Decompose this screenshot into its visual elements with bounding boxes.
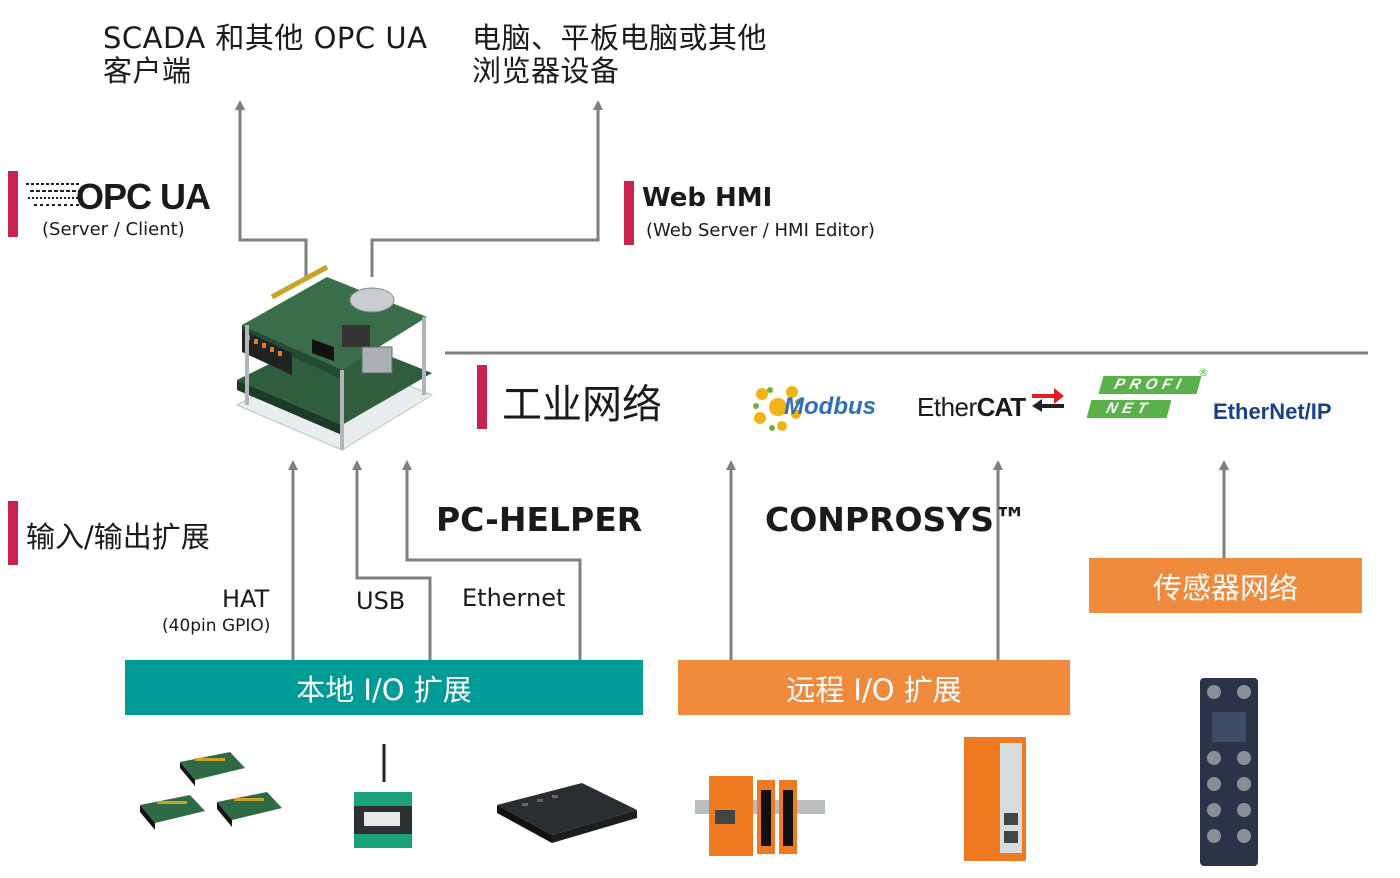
opcua-sub: (Server / Client) (42, 219, 185, 240)
remote-io-banner: 远程 I/O 扩展 (678, 660, 1070, 715)
browser-client-label: 电脑、平板电脑或其他 浏览器设备 (472, 21, 768, 88)
webhmi-title: Web HMI (642, 183, 773, 213)
profinet-logo: PROFI NET ® (1085, 366, 1215, 424)
opcua-wave-icon (26, 183, 84, 206)
hat-label: HAT (222, 585, 270, 613)
opcua-logo: OPC UA (26, 176, 216, 217)
webhmi-accent-bar (624, 181, 634, 245)
ethercat-arrows-icon (1032, 388, 1064, 412)
modbus-molecule-icon (753, 386, 801, 431)
remote-io-module-icon (695, 776, 825, 856)
arrow-usb (352, 460, 432, 660)
hat-sub-label: (40pin GPIO) (162, 616, 271, 636)
io-expansion-accent-bar (8, 501, 18, 565)
scada-client-label: SCADA 和其他 OPC UA 客户端 (103, 21, 428, 88)
opcua-accent-bar (8, 171, 18, 237)
webhmi-sub: (Web Server / HMI Editor) (646, 220, 875, 241)
ethernet-box-icon (497, 783, 637, 843)
ethercat-logo: EtherCAT (917, 392, 1026, 422)
usb-module-icon (354, 744, 412, 848)
arrow-to-browser (370, 100, 603, 277)
industrial-network-accent-bar (477, 365, 487, 429)
ethernet-label: Ethernet (462, 584, 566, 612)
io-boards-icon (140, 752, 282, 830)
usb-label: USB (356, 587, 406, 615)
arrow-to-scada (235, 100, 308, 277)
local-io-banner: 本地 I/O 扩展 (125, 660, 643, 715)
main-board-icon (235, 264, 434, 451)
conprosys-brand: CONPROSYS™ (765, 500, 1027, 539)
modbus-logo: Modbus (752, 382, 902, 432)
pc-helper-brand: PC-HELPER (436, 500, 643, 539)
sensor-hub-icon (1200, 678, 1258, 866)
remote-controller-icon (964, 737, 1026, 861)
arrow-ethernet (402, 460, 582, 660)
industrial-network-title: 工业网络 (502, 382, 662, 428)
ethernetip-logo: EtherNet/IP (1213, 399, 1332, 424)
io-expansion-title: 输入/输出扩展 (26, 520, 210, 554)
sensor-network-banner: 传感器网络 (1089, 558, 1362, 613)
